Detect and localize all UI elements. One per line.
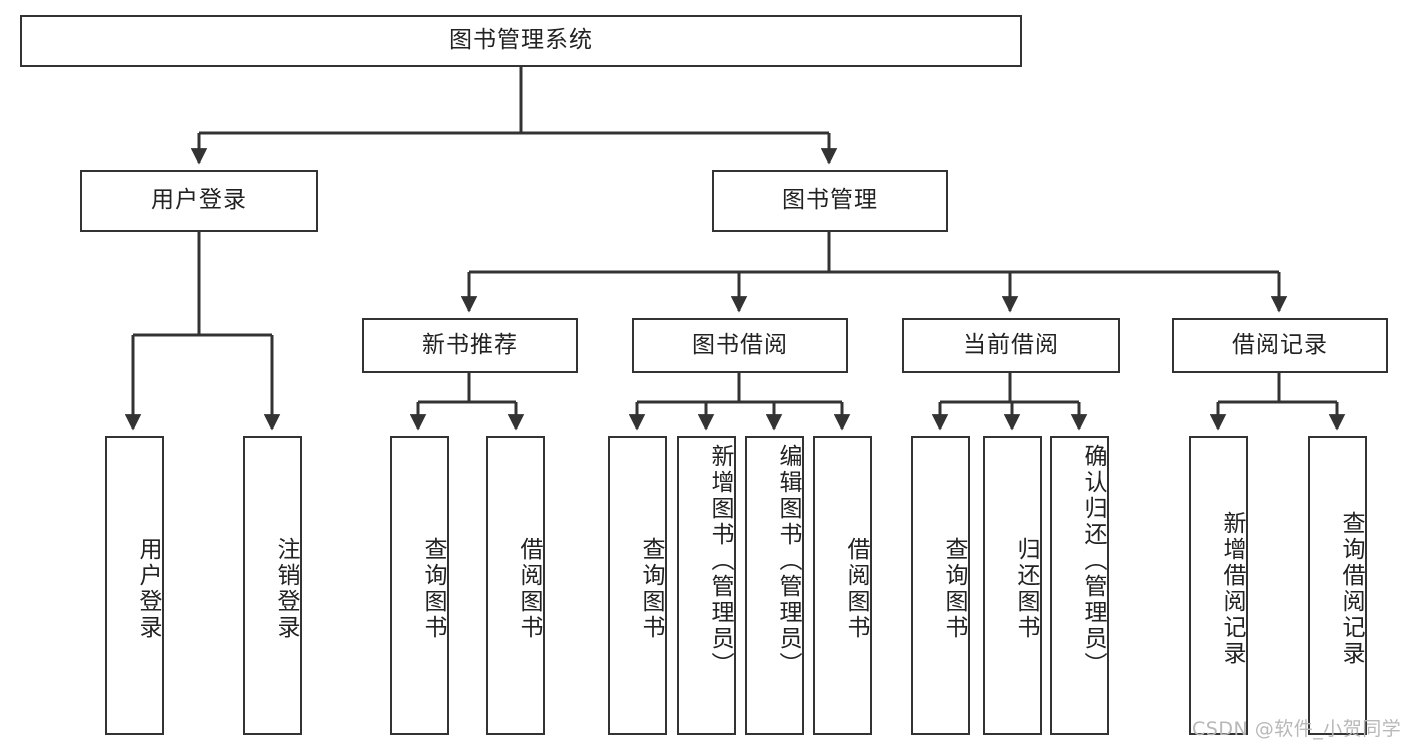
node-label: 图书管理	[782, 187, 878, 214]
leaf-query-book-borrow[interactable]: 查询图书	[608, 436, 667, 735]
node-label: 借阅图书	[843, 536, 869, 641]
leaf-add-book-admin[interactable]: 新增图书（管理员）	[677, 436, 736, 735]
node-book-manage[interactable]: 图书管理	[712, 170, 948, 232]
leaf-user-login[interactable]: 用户登录	[105, 436, 164, 735]
node-label: 新书推荐	[422, 331, 518, 358]
node-label: 查询图书	[941, 536, 967, 641]
node-label: 图书借阅	[692, 331, 788, 358]
node-label: 新增借阅记录	[1219, 510, 1245, 667]
connector-group-new-book	[409, 373, 525, 431]
leaf-logout[interactable]: 注销登录	[243, 436, 302, 735]
connector-group-current-borrow	[931, 373, 1088, 431]
leaf-edit-book-admin[interactable]: 编辑图书（管理员）	[745, 436, 804, 735]
leaf-confirm-return-admin[interactable]: 确认归还（管理员）	[1050, 436, 1109, 735]
node-label: 用户登录	[135, 536, 161, 641]
node-label: 借阅记录	[1232, 331, 1328, 358]
node-label: 新增图书（管理员）	[707, 444, 733, 678]
leaf-query-borrow-record[interactable]: 查询借阅记录	[1308, 436, 1367, 735]
leaf-add-borrow-record[interactable]: 新增借阅记录	[1189, 436, 1248, 735]
leaf-borrow-book[interactable]: 借阅图书	[813, 436, 872, 735]
connector-group-book-manage	[460, 232, 1288, 313]
node-new-book-recommend[interactable]: 新书推荐	[362, 318, 578, 373]
leaf-return-book[interactable]: 归还图书	[983, 436, 1042, 735]
node-label: 确认归还（管理员）	[1080, 444, 1106, 678]
connector-group-borrow	[628, 373, 851, 431]
node-label: 编辑图书（管理员）	[775, 444, 801, 678]
node-root-system[interactable]: 图书管理系统	[20, 15, 1022, 67]
node-book-borrow[interactable]: 图书借阅	[632, 318, 848, 373]
node-label: 注销登录	[273, 536, 299, 641]
leaf-borrow-book-recommend[interactable]: 借阅图书	[486, 436, 545, 735]
node-current-borrow[interactable]: 当前借阅	[902, 318, 1120, 373]
node-user-login[interactable]: 用户登录	[80, 170, 318, 232]
node-label: 当前借阅	[963, 331, 1059, 358]
node-label: 用户登录	[151, 187, 247, 214]
node-label: 图书管理系统	[449, 27, 593, 54]
connector-group-root	[190, 67, 838, 165]
connector-group-borrow-record	[1209, 373, 1346, 431]
node-label: 查询借阅记录	[1338, 510, 1364, 667]
node-label: 查询图书	[638, 536, 664, 641]
connector-group-user-login	[124, 232, 281, 431]
node-label: 归还图书	[1013, 536, 1039, 641]
leaf-query-book-current[interactable]: 查询图书	[911, 436, 970, 735]
leaf-query-book-recommend[interactable]: 查询图书	[390, 436, 449, 735]
node-label: 查询图书	[420, 536, 446, 641]
node-label: 借阅图书	[516, 536, 542, 641]
node-borrow-record[interactable]: 借阅记录	[1172, 318, 1388, 373]
